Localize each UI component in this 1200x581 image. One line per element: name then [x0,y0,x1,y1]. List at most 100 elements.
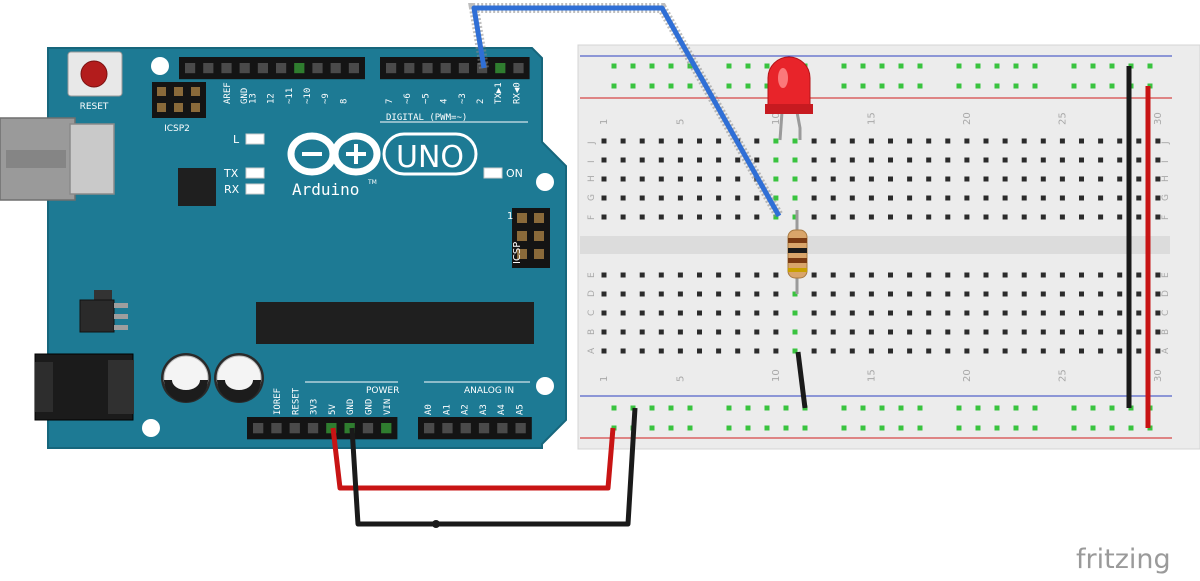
breadboard-rail-hole[interactable] [649,83,655,89]
breadboard-hole[interactable] [1098,138,1104,144]
breadboard-hole[interactable] [1136,348,1142,354]
breadboard-rail-hole[interactable] [975,405,981,411]
breadboard-hole[interactable] [1040,138,1046,144]
breadboard-hole[interactable] [907,195,913,201]
breadboard-hole[interactable] [620,157,626,163]
breadboard-rail-hole[interactable] [1109,425,1115,431]
breadboard-hole[interactable] [811,214,817,220]
breadboard-hole[interactable] [1021,157,1027,163]
breadboard-hole[interactable] [868,138,874,144]
breadboard-hole[interactable] [1021,348,1027,354]
breadboard-hole[interactable] [658,214,664,220]
breadboard-hole[interactable] [677,310,683,316]
breadboard-rail-hole[interactable] [841,405,847,411]
breadboard-rail-hole[interactable] [668,405,674,411]
breadboard-rail-hole[interactable] [802,425,808,431]
breadboard-rail-hole[interactable] [726,63,732,69]
breadboard-hole[interactable] [639,310,645,316]
breadboard-hole[interactable] [658,195,664,201]
breadboard-hole[interactable] [964,176,970,182]
breadboard-hole[interactable] [792,310,798,316]
breadboard-hole[interactable] [792,195,798,201]
breadboard-rail-hole[interactable] [1071,63,1077,69]
breadboard-hole[interactable] [697,272,702,278]
breadboard-rail-hole[interactable] [1109,83,1115,89]
breadboard-rail-hole[interactable] [898,405,904,411]
breadboard-hole[interactable] [1079,291,1084,297]
breadboard-hole[interactable] [1136,291,1142,297]
breadboard-rail-hole[interactable] [994,83,1000,89]
breadboard-rail-hole[interactable] [1090,63,1096,69]
breadboard-rail-hole[interactable] [841,83,847,89]
breadboard-hole[interactable] [964,195,970,201]
breadboard-hole[interactable] [1117,157,1123,163]
breadboard-hole[interactable] [1021,195,1027,201]
breadboard-hole[interactable] [926,214,932,220]
breadboard-hole[interactable] [1136,214,1142,220]
breadboard-hole[interactable] [983,291,989,297]
breadboard-rail-hole[interactable] [879,63,885,69]
breadboard-hole[interactable] [1040,329,1046,335]
breadboard-hole[interactable] [1155,348,1161,354]
analog-header-pin[interactable] [424,423,435,434]
breadboard-rail-hole[interactable] [1109,63,1115,69]
breadboard-hole[interactable] [658,348,664,354]
breadboard-hole[interactable] [601,329,607,335]
breadboard-hole[interactable] [849,157,855,163]
breadboard-hole[interactable] [830,348,836,354]
breadboard-hole[interactable] [1079,157,1084,163]
breadboard-rail-hole[interactable] [879,425,885,431]
breadboard-hole[interactable] [926,272,932,278]
breadboard-hole[interactable] [639,329,645,335]
breadboard-rail-hole[interactable] [745,63,751,69]
breadboard-rail-hole[interactable] [956,83,962,89]
breadboard-hole[interactable] [1098,195,1104,201]
breadboard-hole[interactable] [658,176,664,182]
digital-header-b-pin[interactable] [440,63,451,74]
breadboard-rail-hole[interactable] [687,405,693,411]
breadboard-hole[interactable] [811,157,817,163]
breadboard-rail-hole[interactable] [1032,405,1038,411]
breadboard-hole[interactable] [1117,195,1123,201]
breadboard-rail-hole[interactable] [1090,425,1096,431]
breadboard-hole[interactable] [1155,214,1161,220]
breadboard-hole[interactable] [849,195,855,201]
breadboard-rail-hole[interactable] [879,83,885,89]
breadboard-hole[interactable] [811,291,817,297]
breadboard-hole[interactable] [868,272,874,278]
breadboard-hole[interactable] [601,176,607,182]
breadboard-hole[interactable] [1002,138,1008,144]
breadboard-hole[interactable] [1155,195,1161,201]
black-gnd-wire[interactable] [349,407,638,527]
breadboard-hole[interactable] [888,138,893,144]
breadboard-rail-hole[interactable] [860,63,866,69]
breadboard-hole[interactable] [830,329,836,335]
breadboard-rail-hole[interactable] [956,63,962,69]
breadboard-hole[interactable] [677,157,683,163]
breadboard-hole[interactable] [888,310,893,316]
breadboard-hole[interactable] [983,329,989,335]
breadboard-hole[interactable] [964,272,970,278]
breadboard-hole[interactable] [849,272,855,278]
breadboard-hole[interactable] [1021,214,1027,220]
digital-header-a-pin[interactable] [276,63,287,74]
breadboard-rail-hole[interactable] [1013,63,1019,69]
breadboard-hole[interactable] [735,157,741,163]
breadboard-hole[interactable] [1155,310,1161,316]
breadboard-hole[interactable] [1136,195,1142,201]
breadboard-hole[interactable] [1117,176,1123,182]
breadboard-rail-hole[interactable] [1032,425,1038,431]
breadboard-hole[interactable] [658,272,664,278]
breadboard-rail-hole[interactable] [764,63,770,69]
breadboard-hole[interactable] [1059,138,1065,144]
breadboard-hole[interactable] [1155,272,1161,278]
breadboard-rail-hole[interactable] [764,425,770,431]
breadboard-hole[interactable] [1059,348,1065,354]
breadboard-rail-hole[interactable] [630,83,636,89]
breadboard-hole[interactable] [1117,138,1123,144]
breadboard-hole[interactable] [907,291,913,297]
breadboard-hole[interactable] [1098,176,1104,182]
breadboard-hole[interactable] [1079,310,1084,316]
breadboard-hole[interactable] [639,214,645,220]
breadboard-hole[interactable] [697,157,702,163]
